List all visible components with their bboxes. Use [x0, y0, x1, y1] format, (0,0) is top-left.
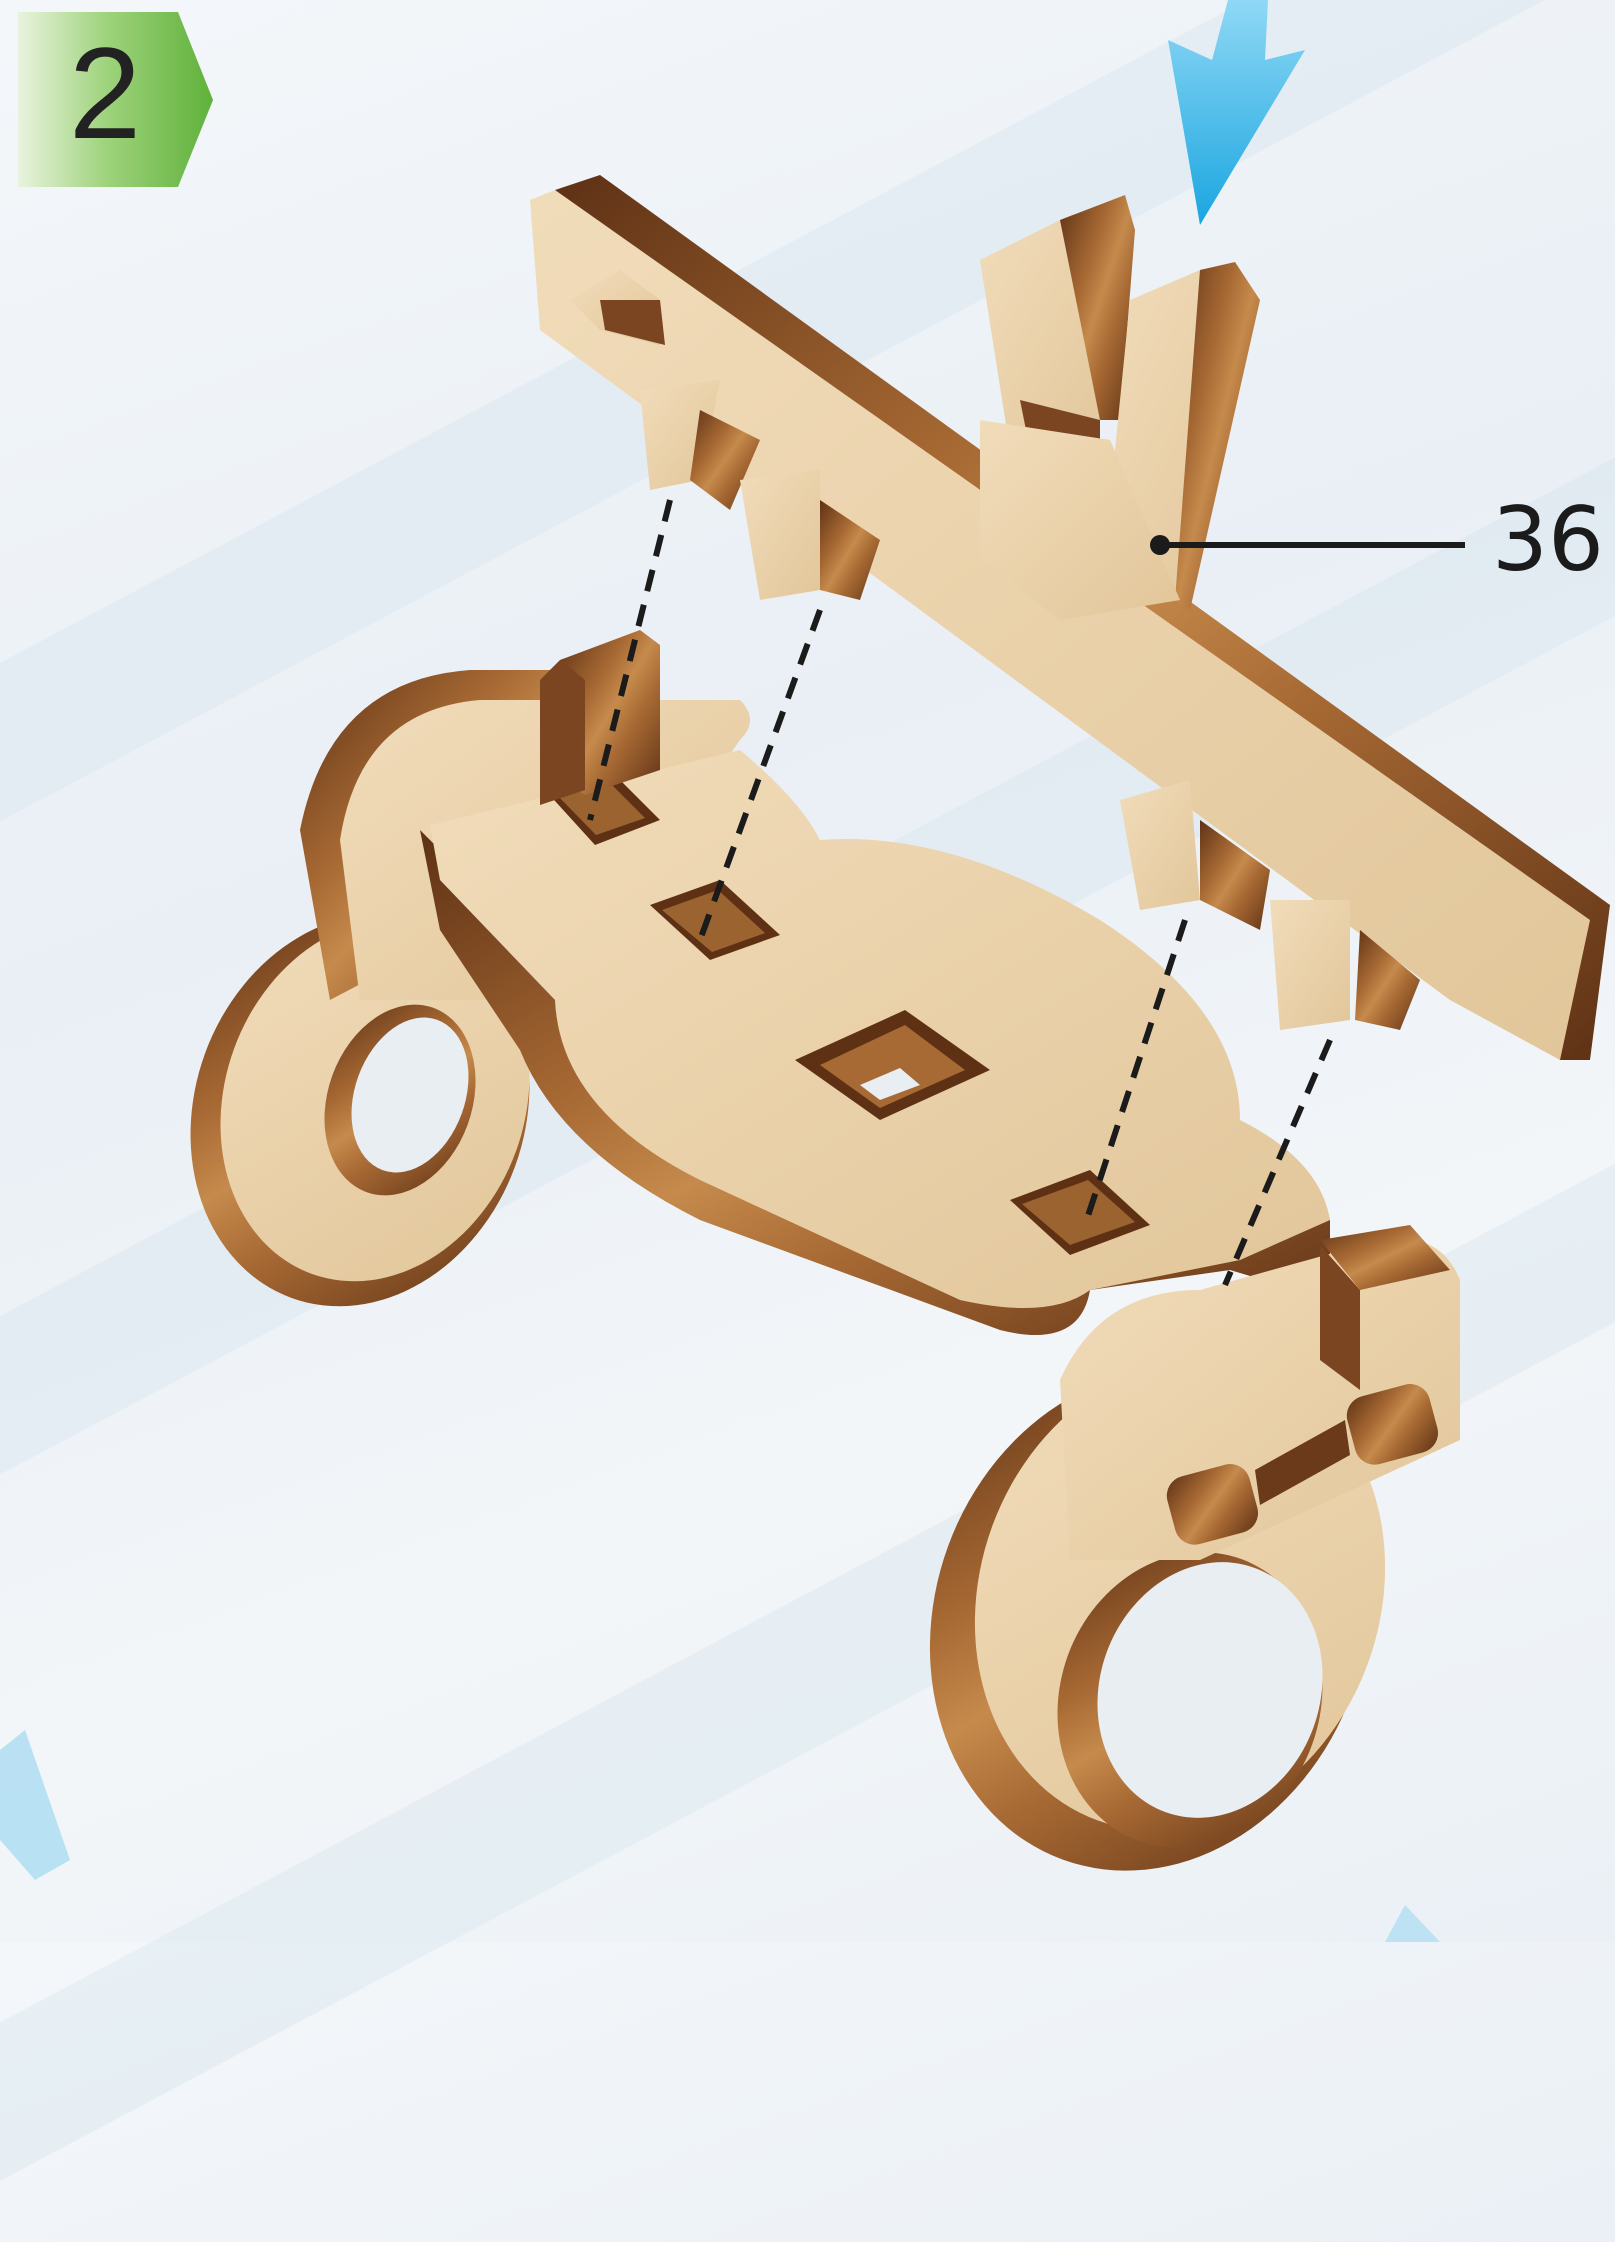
arrow-fragment-bottom-icon [1385, 1905, 1440, 1942]
assembly-diagram [0, 0, 1615, 1942]
right-ring-part [861, 1225, 1460, 1933]
arrow-fragment-left-icon [0, 1730, 70, 1880]
insert-arrow-icon [1168, 0, 1305, 225]
part-number-label: 36 [1492, 490, 1604, 590]
